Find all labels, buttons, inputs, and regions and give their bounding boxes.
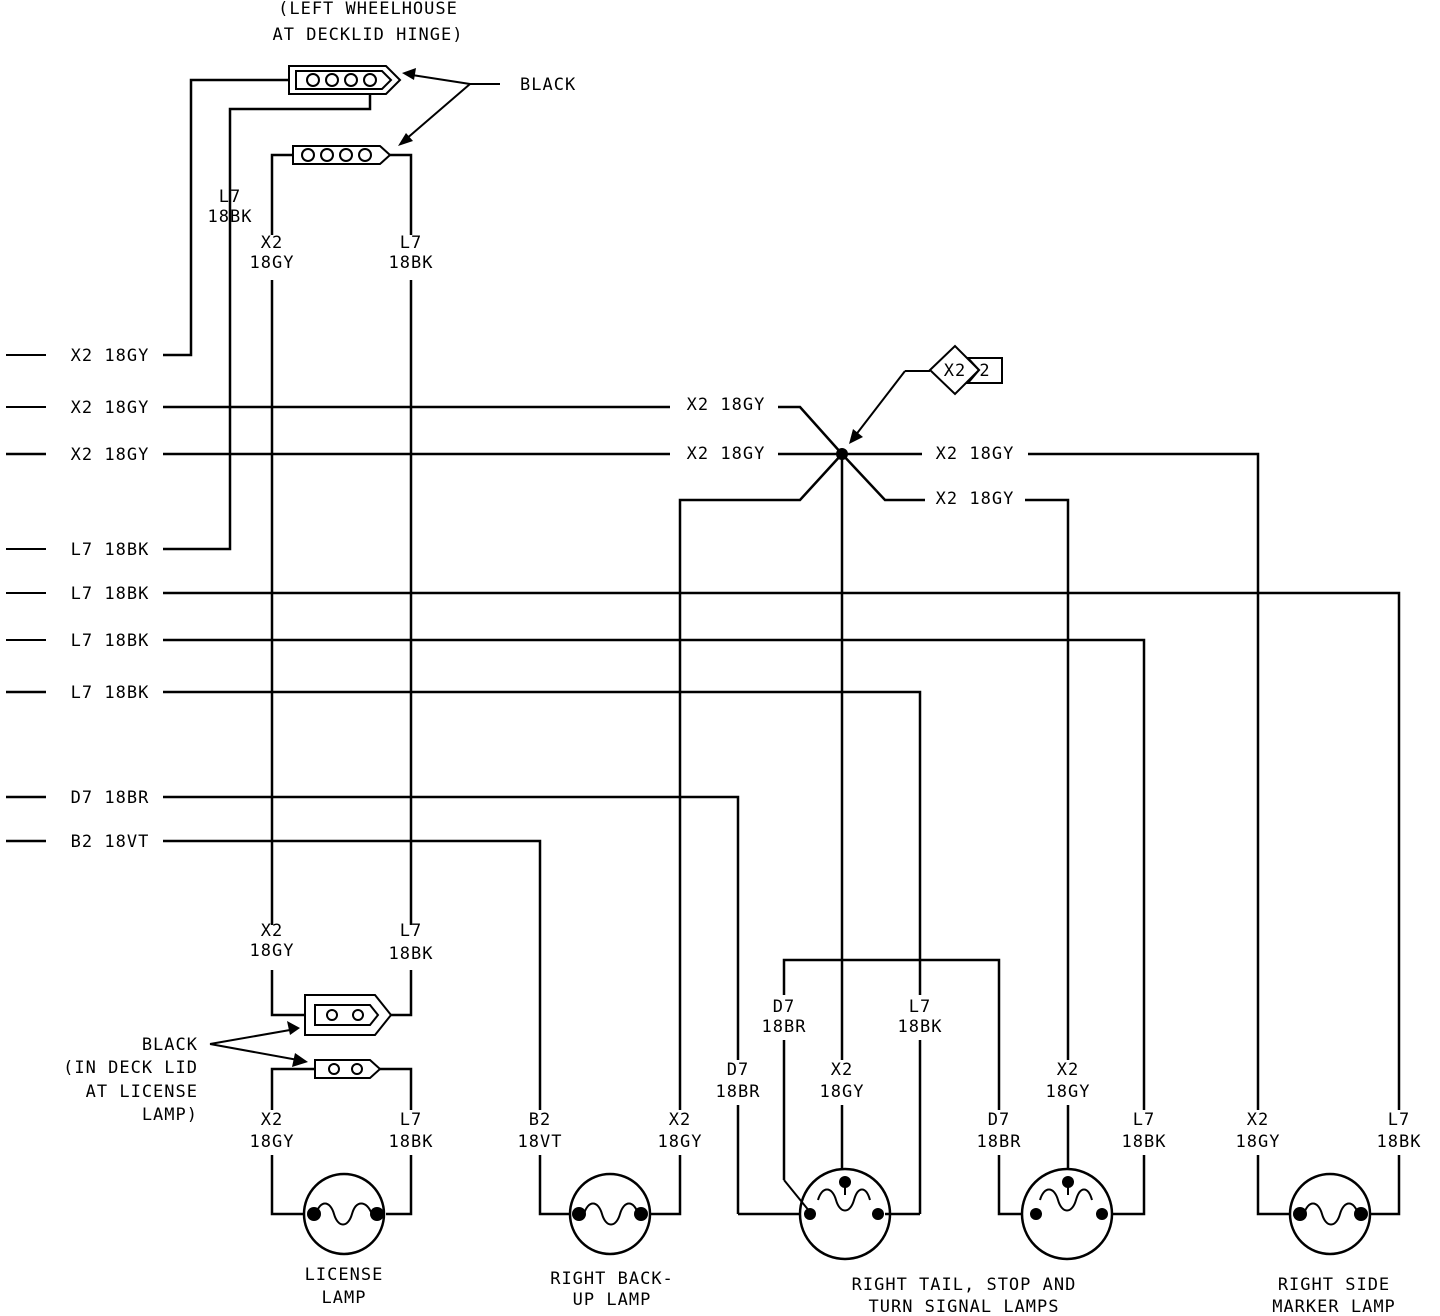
bottom-connector-lower <box>314 1059 382 1079</box>
bu-vt-size: 18VT <box>518 1132 563 1152</box>
splice-id: X2 <box>944 361 966 381</box>
top-connector-lower <box>292 145 392 165</box>
left-label-7: L7 18BK <box>71 683 150 703</box>
t1-d7-code-b: D7 <box>773 997 795 1017</box>
mk-gy-size: 18GY <box>1236 1132 1281 1152</box>
l7-code-top-a: L7 <box>219 187 241 207</box>
bottom-color-line4: LAMP) <box>142 1105 198 1125</box>
black-leader-arrows <box>398 68 500 146</box>
lic-x2-code: X2 <box>261 1110 283 1130</box>
x2-code-top: X2 <box>261 233 283 253</box>
conn-wire-b <box>391 970 413 1017</box>
left-label-3: X2 18GY <box>71 445 150 465</box>
marker-lamp-label-1: RIGHT SIDE <box>1278 1275 1390 1295</box>
bottom-color-line1: BLACK <box>142 1035 198 1055</box>
t1-l7-code: L7 <box>909 997 931 1017</box>
t1-x2-code: X2 <box>831 1060 853 1080</box>
tail-lamps-label-2: TURN SIGNAL LAMPS <box>869 1297 1060 1316</box>
top-color-label: BLACK <box>520 75 576 95</box>
marker-lamp-label-2: MARKER LAMP <box>1272 1297 1396 1316</box>
bottom-color-line3: AT LICENSE <box>86 1082 198 1102</box>
bu-x2-code: X2 <box>669 1110 691 1130</box>
tail-lamp-2 <box>997 1105 1146 1261</box>
top-location-line2: AT DECKLID HINGE) <box>273 25 464 45</box>
bu-gy-size: 18GY <box>658 1132 703 1152</box>
mk-bk-size: 18BK <box>1377 1132 1422 1152</box>
left-label-2: X2 18GY <box>71 398 150 418</box>
left-label-1: X2 18GY <box>71 346 150 366</box>
license-lamp-label-2: LAMP <box>322 1288 367 1308</box>
t2-gy-size: 18GY <box>1046 1082 1091 1102</box>
t2-br-size: 18BR <box>977 1132 1022 1152</box>
t2-l7-code: L7 <box>1133 1110 1155 1130</box>
top-location-line1: (LEFT WHEELHOUSE <box>278 0 458 19</box>
marker-lamp <box>1256 1155 1401 1256</box>
backup-lamp-label-2: UP LAMP <box>573 1290 652 1310</box>
splice-out-label-1: X2 18GY <box>936 444 1015 464</box>
left-label-5: L7 18BK <box>71 584 150 604</box>
t2-d7-code: D7 <box>988 1110 1010 1130</box>
lic-gy-size: 18GY <box>250 1132 295 1152</box>
gy-size-top: 18GY <box>250 253 295 273</box>
bottom-black-leader <box>209 1021 308 1067</box>
splice-in-label-2: X2 18GY <box>687 444 766 464</box>
l7-code-top-b: L7 <box>400 233 422 253</box>
t1-gy-size: 18GY <box>820 1082 865 1102</box>
t2-bk-size: 18BK <box>1122 1132 1167 1152</box>
l7-code-mid: L7 <box>400 921 422 941</box>
splice-callout <box>849 344 1003 444</box>
bk-size-mid: 18BK <box>389 944 434 964</box>
splice-node <box>836 448 848 460</box>
bu-b2-code: B2 <box>529 1110 551 1130</box>
splice-out-label-2: X2 18GY <box>936 489 1015 509</box>
t1-br-size-a: 18BR <box>716 1082 761 1102</box>
splice-ref: 2 <box>979 361 990 381</box>
t1-bk-size: 18BK <box>898 1017 943 1037</box>
left-label-6: L7 18BK <box>71 631 150 651</box>
left-label-8: D7 18BR <box>71 788 150 808</box>
license-lamp <box>270 1155 413 1256</box>
license-lamp-label-1: LICENSE <box>305 1265 384 1285</box>
top-connector-upper <box>288 65 402 95</box>
conn-wire-a <box>270 970 305 1017</box>
backup-lamp <box>538 1155 682 1256</box>
t1-br-size-b: 18BR <box>762 1017 807 1037</box>
tail-lamp-1 <box>738 1105 920 1261</box>
bottom-connector-upper <box>304 994 393 1036</box>
lic-l7-code: L7 <box>400 1110 422 1130</box>
tail-lamps-label-1: RIGHT TAIL, STOP AND <box>852 1275 1077 1295</box>
mk-l7-code: L7 <box>1388 1110 1410 1130</box>
left-label-9: B2 18VT <box>71 832 150 852</box>
left-label-4: L7 18BK <box>71 540 150 560</box>
gy-size-mid: 18GY <box>250 941 295 961</box>
mk-x2-code: X2 <box>1247 1110 1269 1130</box>
bk-size-top-a: 18BK <box>208 207 253 227</box>
bottom-color-line2: (IN DECK LID <box>63 1058 198 1078</box>
x2-code-mid: X2 <box>261 921 283 941</box>
conn-wire-d <box>380 1067 413 1110</box>
lic-bk-size: 18BK <box>389 1132 434 1152</box>
t1-d7-code-a: D7 <box>727 1060 749 1080</box>
wires <box>6 78 1401 1214</box>
bk-size-top-b: 18BK <box>389 253 434 273</box>
t2-x2-code: X2 <box>1057 1060 1079 1080</box>
splice-in-label-1: X2 18GY <box>687 395 766 415</box>
conn-wire-c <box>270 1067 315 1110</box>
backup-lamp-label-1: RIGHT BACK- <box>550 1269 674 1289</box>
